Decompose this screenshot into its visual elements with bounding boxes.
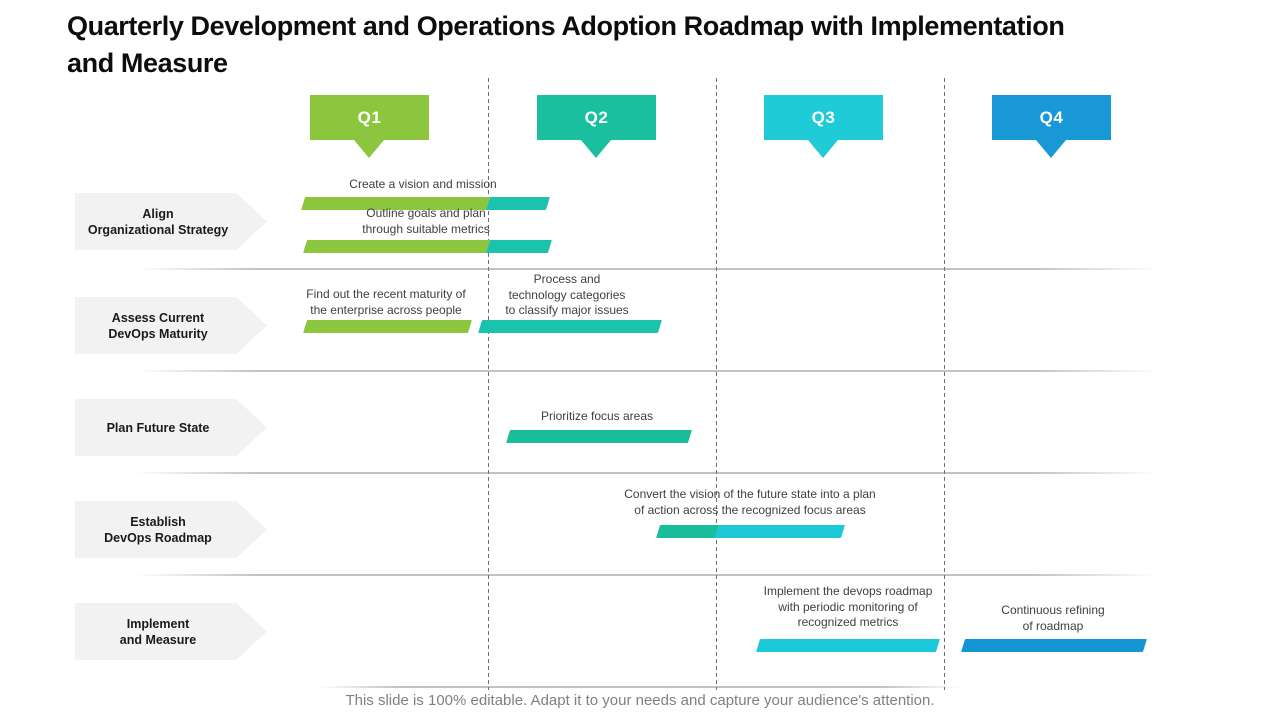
task-label: Continuous refining of roadmap xyxy=(1001,603,1105,633)
row-separator xyxy=(135,574,1157,576)
task-label: Find out the recent maturity of the ente… xyxy=(306,287,466,317)
quarter-pointer-icon xyxy=(1036,140,1066,158)
task-label: Prioritize focus areas xyxy=(540,409,654,423)
row-label: Implement and Measure xyxy=(119,616,197,647)
quarter-header-q1: Q1 xyxy=(310,95,429,140)
task-label: Process and technology categories to cla… xyxy=(505,272,629,317)
row-label-arrow-assess-maturity: Assess Current DevOps Maturity xyxy=(75,297,267,354)
row-label: Assess Current DevOps Maturity xyxy=(108,310,208,341)
bar-segment xyxy=(303,240,490,253)
slide-title: Quarterly Development and Operations Ado… xyxy=(67,11,1065,78)
row-label-arrow-establish-roadmap: Establish DevOps Roadmap xyxy=(75,501,267,558)
bar-segment xyxy=(756,639,940,652)
task-label: Outline goals and plan through suitable … xyxy=(362,206,490,236)
task-bar xyxy=(303,320,472,333)
row-separator xyxy=(135,472,1157,474)
row-label-arrow-implement-measure: Implement and Measure xyxy=(75,603,267,660)
task-label: Implement the devops roadmap with period… xyxy=(763,584,933,629)
quarter-label: Q3 xyxy=(811,107,836,127)
quarter-pointer-icon xyxy=(808,140,838,158)
row-separator xyxy=(135,370,1157,372)
task-label: Create a vision and mission xyxy=(349,177,497,191)
bar-segment xyxy=(715,525,845,538)
quarter-divider-line xyxy=(944,78,945,690)
task-bar xyxy=(656,525,845,538)
quarter-label: Q1 xyxy=(357,107,382,127)
quarter-header-q3: Q3 xyxy=(764,95,883,140)
row-label: Establish DevOps Roadmap xyxy=(104,514,212,545)
quarter-header-q4: Q4 xyxy=(992,95,1111,140)
bar-segment xyxy=(478,320,662,333)
bar-segment xyxy=(303,320,472,333)
bar-segment xyxy=(656,525,719,538)
quarter-divider-line xyxy=(716,78,717,690)
bar-segment xyxy=(961,639,1147,652)
quarter-divider-line xyxy=(488,78,489,690)
task-label: Convert the vision of the future state i… xyxy=(624,487,876,517)
row-label-arrow-plan-future: Plan Future State xyxy=(75,399,267,456)
task-bar xyxy=(756,639,940,652)
bar-segment xyxy=(486,240,552,253)
row-separator xyxy=(135,268,1157,270)
row-label: Align Organizational Strategy xyxy=(87,206,229,237)
task-bar xyxy=(961,639,1147,652)
row-separator xyxy=(320,686,960,688)
task-bar xyxy=(506,430,692,443)
quarter-header-q2: Q2 xyxy=(537,95,656,140)
footer-note: This slide is 100% editable. Adapt it to… xyxy=(345,692,935,709)
task-bar xyxy=(478,320,662,333)
quarter-label: Q4 xyxy=(1039,107,1064,127)
quarter-pointer-icon xyxy=(354,140,384,158)
row-label: Plan Future State xyxy=(106,420,210,435)
bar-segment xyxy=(506,430,692,443)
row-label-arrow-align-strategy: Align Organizational Strategy xyxy=(75,193,267,250)
quarter-label: Q2 xyxy=(584,107,609,127)
quarter-pointer-icon xyxy=(581,140,611,158)
task-bar xyxy=(303,240,552,253)
